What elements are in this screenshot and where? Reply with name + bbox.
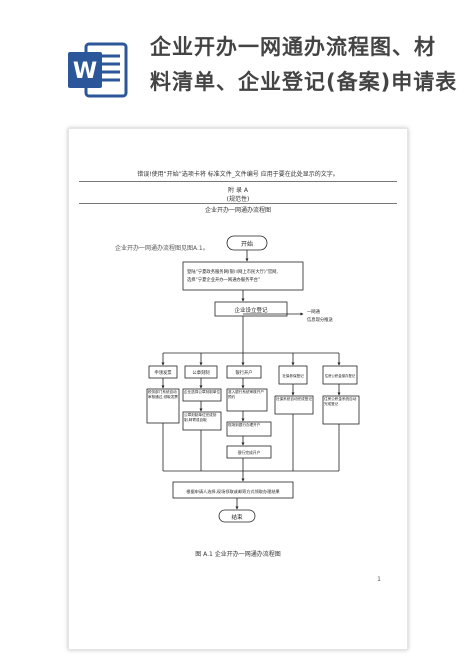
bank-step2-box bbox=[226, 421, 272, 437]
detail-text-invoice: 税务部门系统自动审核通过,领取发票 bbox=[148, 390, 178, 399]
document-banner: W 企业开办一网通办流程图、材 料清单、企业登记(备案)申请表 bbox=[0, 0, 474, 118]
branch-label-invoice: 申领发票 bbox=[154, 369, 172, 376]
side-note-line-2: 信息现分推送 bbox=[307, 316, 333, 323]
bank-step2-text: 现场到银行办理开户 bbox=[228, 423, 261, 427]
detail-box-bank bbox=[226, 388, 268, 412]
detail-text-social: 社保系统自动完成登记 bbox=[276, 397, 312, 401]
login-line-2: 选择“宁夏企业开办一网通办服务平台” bbox=[187, 276, 260, 283]
annex-title: 企业开办一网通办流程图 bbox=[204, 207, 271, 214]
page-number: 1 bbox=[377, 576, 381, 583]
detail-box-invoice bbox=[146, 388, 180, 424]
seal-step2-text: 公章刻制单位完成刻制,邮寄或自取 bbox=[184, 413, 217, 422]
annex-type: (规范性) bbox=[226, 196, 250, 203]
flowchart: 开始 登陆“宁夏政务服务网(银川网上市民大厅)”官网, 选择“宁夏企业开办一网通… bbox=[146, 235, 360, 523]
bank-step3-box bbox=[226, 445, 272, 459]
word-icon-letter: W bbox=[73, 59, 97, 84]
result-box-text: 根据申请人选择,现场领取或邮寄方式领取办理结果 bbox=[186, 488, 280, 495]
detail-box-fund bbox=[322, 395, 360, 425]
title-line-2: 料清单、企业登记(备案)申请表 bbox=[150, 70, 458, 94]
login-line-1: 登陆“宁夏政务服务网(银川网上市民大厅)”官网, bbox=[187, 268, 278, 275]
document-title: 企业开办一网通办流程图、材 料清单、企业登记(备案)申请表 bbox=[150, 30, 470, 100]
result-box bbox=[172, 481, 294, 499]
detail-text-fund: 住房公积金系统自动完成登记 bbox=[324, 397, 357, 406]
figure-caption: 图 A.1 企业开办一网通办流程图 bbox=[195, 551, 281, 558]
branch-box-bank bbox=[226, 365, 262, 379]
detail-text-seal: 企业选择公章刻制单位 bbox=[184, 390, 220, 394]
finish-node bbox=[218, 509, 256, 523]
annex-label: 附 录 A bbox=[228, 187, 248, 194]
title-line-1: 企业开办一网通办流程图、材 bbox=[150, 35, 436, 59]
branch-label-seal: 公章刻制 bbox=[192, 369, 209, 376]
detail-box-seal bbox=[182, 388, 222, 402]
side-note-line-1: 一网通 bbox=[307, 308, 321, 315]
detail-text-bank: 准入银行系统审核开户预约 bbox=[228, 390, 264, 399]
finish-node-label: 结束 bbox=[231, 513, 243, 521]
branch-label-social: 社保参保登记 bbox=[282, 373, 304, 378]
start-node-label: 开始 bbox=[241, 240, 253, 248]
annex-rule bbox=[79, 203, 397, 204]
branch-label-bank: 银行开户 bbox=[235, 369, 252, 376]
seal-step2-box bbox=[182, 411, 222, 431]
register-label: 企业设立登记 bbox=[234, 306, 268, 314]
document-page: 错误!使用“开始”选项卡将 标准文件_文件编号 应用于要在此处显示的文字。 附 … bbox=[68, 128, 408, 650]
header-rule bbox=[79, 181, 397, 182]
bank-step3-text: 银行完成开户 bbox=[238, 450, 261, 455]
register-box bbox=[214, 301, 288, 317]
intro-text: 企业开办一网通办流程图见图A.1。 bbox=[115, 245, 209, 252]
error-notice: 错误!使用“开始”选项卡将 标准文件_文件编号 应用于要在此处显示的文字。 bbox=[137, 171, 339, 178]
word-document-icon: W bbox=[68, 42, 128, 98]
login-box bbox=[182, 261, 304, 291]
branch-box-fund bbox=[322, 365, 358, 385]
detail-box-social bbox=[274, 395, 314, 415]
branch-label-fund: 住房公积金缴存登记 bbox=[325, 373, 356, 378]
